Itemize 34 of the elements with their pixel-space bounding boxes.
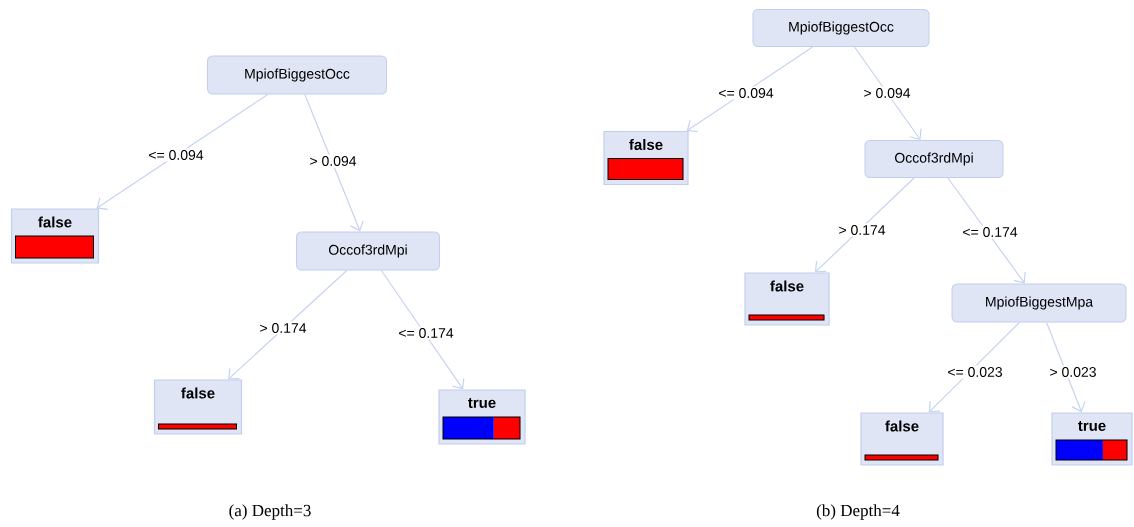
split-node-box: MpiofBiggestMpa <box>951 283 1127 323</box>
edge-label: <= 0.174 <box>960 225 1020 239</box>
edge-label: > 0.174 <box>836 223 888 237</box>
split-node-box: Occof3rdMpi <box>296 231 440 271</box>
split-node-box: MpiofBiggestOcc <box>207 55 387 95</box>
arrow <box>853 46 922 140</box>
arrow <box>228 269 348 380</box>
arrow <box>1046 321 1086 413</box>
edge-label: <= 0.174 <box>396 326 456 340</box>
leaf-node-box: false <box>10 208 100 264</box>
arrow <box>814 177 915 273</box>
edge-label: > 0.094 <box>307 154 359 168</box>
edge-label: <= 0.094 <box>716 86 776 100</box>
leaf-node-box: false <box>744 272 830 326</box>
edge-label: <= 0.023 <box>945 365 1005 379</box>
arrow <box>380 269 465 390</box>
arrow <box>686 46 814 133</box>
arrow <box>96 93 269 210</box>
subfigure-caption: (b) Depth=4 <box>816 504 900 520</box>
leaf-node-box: true <box>438 389 526 445</box>
leaf-node-box: false <box>603 130 689 186</box>
subfigure-caption: (a) Depth=3 <box>229 504 311 520</box>
split-node-box: Occof3rdMpi <box>864 140 1004 178</box>
edge-label: > 0.174 <box>257 321 309 335</box>
edge-label: > 0.094 <box>861 86 913 100</box>
arrow <box>947 177 1026 284</box>
arrow <box>304 93 364 232</box>
arrow <box>928 321 1020 413</box>
split-node-box: MpiofBiggestOcc <box>752 9 930 47</box>
leaf-node-box: true <box>1051 412 1133 466</box>
leaf-node-box: false <box>153 379 243 435</box>
edge-label: <= 0.094 <box>146 148 206 162</box>
leaf-node-box: false <box>860 412 944 466</box>
edge-label: > 0.023 <box>1047 365 1099 379</box>
